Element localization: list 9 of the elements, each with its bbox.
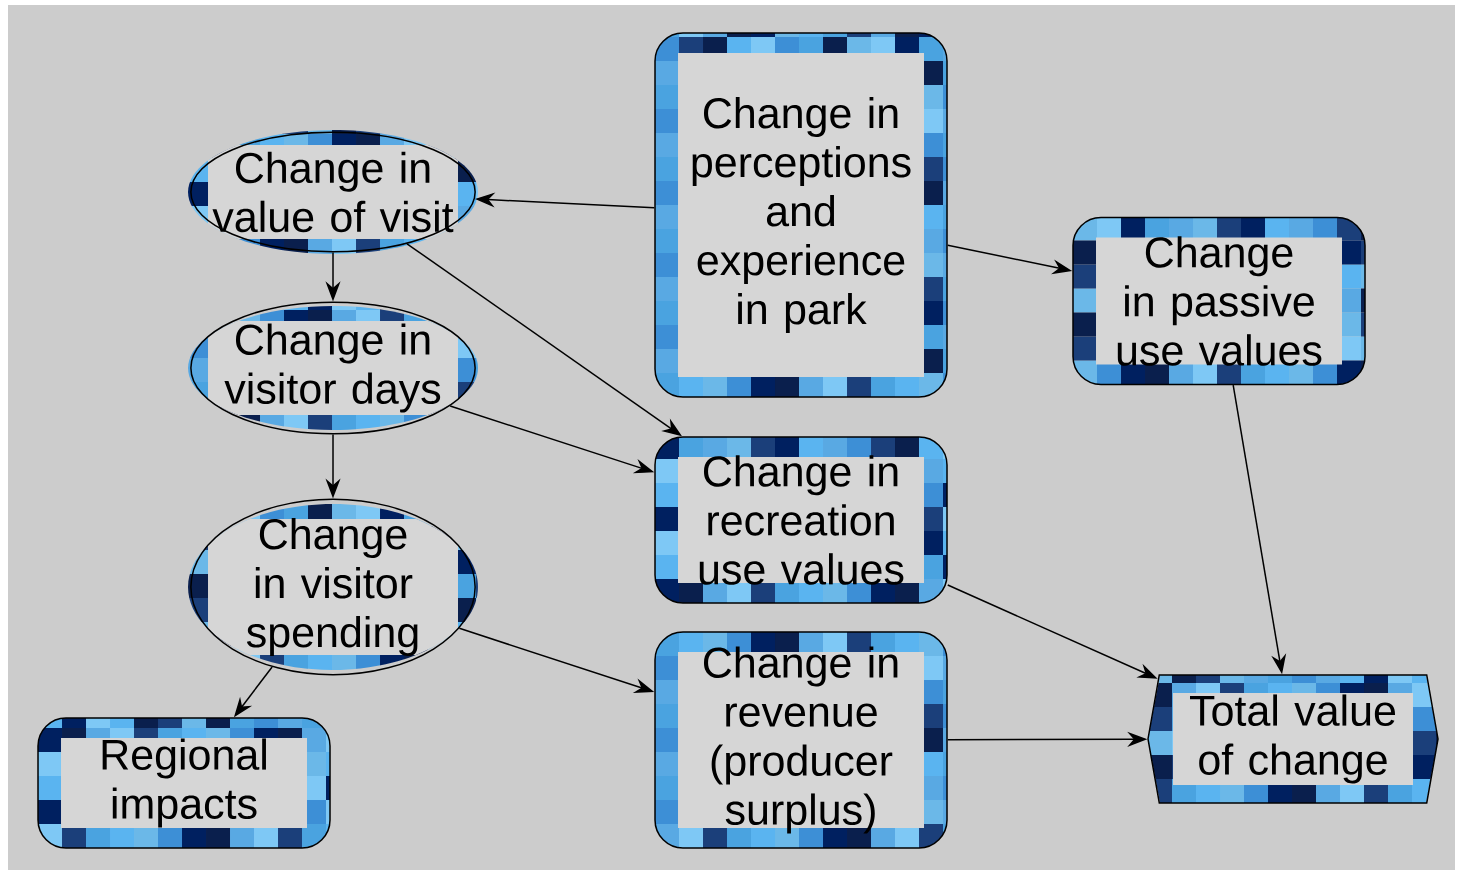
rounded-box: Change in revenue (producer surplus): [654, 631, 948, 849]
ellipse-node: Change in value of visit: [188, 130, 478, 254]
hexagon-node: Total value of change: [1147, 674, 1439, 804]
rounded-box: Change in perceptions and experience in park: [654, 32, 948, 398]
ellipse-node: Change in visitor spending: [188, 498, 478, 676]
rounded-box: Change in passive use values: [1072, 216, 1366, 386]
rounded-box: Change in recreation use values: [654, 436, 948, 604]
ellipse-node: Change in visitor days: [188, 301, 478, 435]
rounded-box: Regional impacts: [37, 717, 331, 849]
